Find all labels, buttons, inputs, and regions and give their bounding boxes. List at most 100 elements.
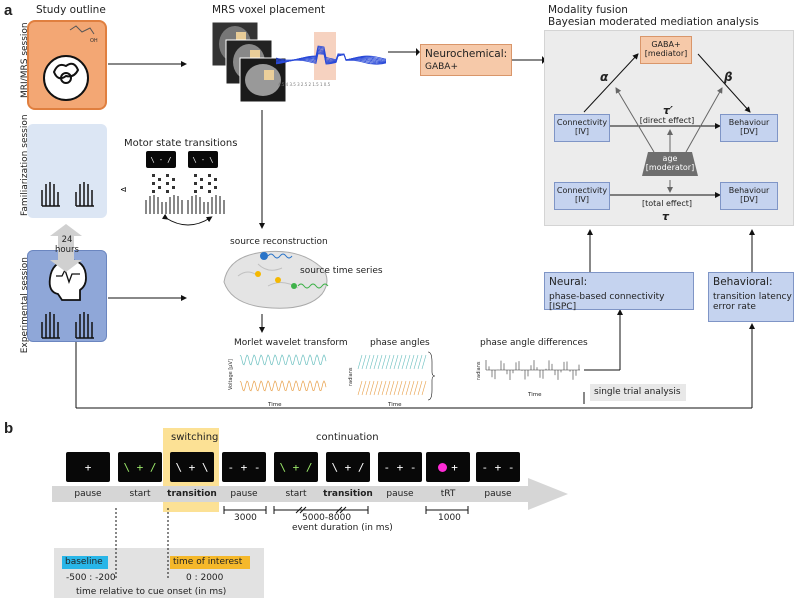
phase-angle-plot: radians <box>348 351 436 401</box>
event-label: start <box>285 489 307 499</box>
mrs-spectrum: 4.5 4 3.5 3 2.5 2 1.5 1 0.5 <box>276 32 386 86</box>
stimulus-symbol: \ + / <box>331 460 365 474</box>
stimulus-screen: \ + / <box>326 452 370 482</box>
familiarization-session-box <box>27 124 107 218</box>
behavioral-title: Behavioral: <box>713 276 773 288</box>
neural-box: Neural: phase-based connectivity [ISPC] <box>544 272 694 313</box>
phase-diff-plot: radians <box>476 360 580 380</box>
trt-dot-icon <box>438 462 448 472</box>
motor-title: Motor state transitions <box>124 138 238 149</box>
stimulus-screen: - + - <box>378 452 422 482</box>
svg-text:OH: OH <box>90 38 98 44</box>
neurochemical-box: Neurochemical: GABA+ <box>420 44 512 76</box>
hands-icon <box>41 182 94 207</box>
morlet-plot: Voltage [μV] <box>228 354 327 392</box>
stimulus-symbol: - + - <box>383 460 417 474</box>
toi-box: time of interest <box>170 556 250 569</box>
stimulus-screen: - + - <box>222 452 266 482</box>
behavioral-box: Behavioral: transition latency error rat… <box>708 272 794 322</box>
event-label: transition <box>167 489 217 499</box>
baseline-range: -500 : -200 <box>66 573 116 583</box>
neural-sub: phase-based connectivity [ISPC] <box>549 292 665 313</box>
behaviour-dv-box-1: Behaviour [DV] <box>720 114 778 142</box>
stimulus-symbol: + <box>84 460 92 474</box>
fusion-title-1: Modality fusion <box>548 4 628 16</box>
motor-hands-diagram: ⊲ <box>120 174 225 226</box>
morlet-title: Morlet wavelet transform <box>234 338 348 348</box>
event-duration-label: event duration (in ms) <box>292 523 393 533</box>
svg-text:Voltage [μV]: Voltage [μV] <box>228 359 234 390</box>
stimulus-screen: \ + / <box>118 452 162 482</box>
fusion-title-2: Bayesian moderated mediation analysis <box>548 16 759 28</box>
event-label: transition <box>323 489 373 499</box>
head-mri-icon: OH <box>43 25 98 101</box>
duration-marks <box>223 506 469 514</box>
svg-text:radians: radians <box>348 367 354 386</box>
stimulus-screen: \ + / <box>274 452 318 482</box>
behaviour-dv-box-2: Behaviour [DV] <box>720 182 778 210</box>
mrs-arrow <box>388 48 420 56</box>
neural-title: Neural: <box>549 276 588 288</box>
motor-screen-1-text: \ - / <box>150 155 172 164</box>
event-label: pause <box>74 489 102 499</box>
cue-onset-lines <box>115 508 169 578</box>
event-label: pause <box>230 489 258 499</box>
phase-time-label: Time <box>388 402 402 408</box>
panel-a-label: a <box>4 2 13 19</box>
24h-arrow <box>50 224 82 272</box>
motor-screen-1: \ - / <box>146 151 176 168</box>
neurochemical-title: Neurochemical: <box>425 48 508 60</box>
svg-text:⊲: ⊲ <box>120 185 127 194</box>
connectivity-iv-box-2: Connectivity [IV] <box>554 182 610 210</box>
panel-b-label: b <box>4 420 14 437</box>
source-time-series-label: source time series <box>300 266 383 276</box>
direct-effect-label: [direct effect] <box>639 116 695 125</box>
tau-label: τ <box>662 210 670 223</box>
motor-screen-2: \ - \ <box>188 151 218 168</box>
continuation-label: continuation <box>316 432 379 443</box>
baseline-box: baseline <box>62 556 108 569</box>
event-label: start <box>129 489 151 499</box>
event-label: pause <box>386 489 414 499</box>
alpha-label: α <box>600 70 609 84</box>
study-outline-title: Study outline <box>36 4 106 16</box>
stimulus-screen: - + - <box>476 452 520 482</box>
24-hours-label: 24 hours <box>55 235 79 255</box>
mrs-voxel-images <box>211 21 287 103</box>
stimulus-screen: + <box>66 452 110 482</box>
event-label: pause <box>484 489 512 499</box>
stimulus-screen: \ + \ <box>170 452 214 482</box>
duration-3000: 3000 <box>234 513 257 523</box>
timeline-arrow <box>52 478 568 510</box>
tau-prime-label: τ′ <box>663 104 673 117</box>
stimulus-symbol: - + - <box>481 460 515 474</box>
event-label: tRT <box>440 489 456 499</box>
connectivity-iv-box-1: Connectivity [IV] <box>554 114 610 142</box>
mediation-diagram <box>583 53 751 198</box>
brain-source-image <box>223 250 329 309</box>
svg-text:radians: radians <box>476 361 482 380</box>
behavioral-sub: transition latency error rate <box>713 292 792 313</box>
toi-range: 0 : 2000 <box>186 573 224 583</box>
phase-angles-title: phase angles <box>370 338 430 348</box>
neurochemical-sub: GABA+ <box>425 62 459 72</box>
motor-screen-2-text: \ - \ <box>192 155 214 164</box>
mrs-title: MRS voxel placement <box>212 4 325 16</box>
switching-label: switching <box>171 432 219 443</box>
stimulus-screen: + <box>426 452 470 482</box>
stimulus-symbol: \ + / <box>123 460 157 474</box>
stimulus-symbol: + <box>451 460 458 474</box>
moderator-label: age [moderator] <box>645 154 695 173</box>
duration-1000: 1000 <box>438 513 461 523</box>
stimulus-symbol: \ + \ <box>175 460 209 474</box>
phase-diff-time-label: Time <box>528 392 542 398</box>
svg-text:4.5 4 3.5 3 2.5 2 1.5 1 0.5: 4.5 4 3.5 3 2.5 2 1.5 1 0.5 <box>278 82 331 86</box>
total-effect-label: [total effect] <box>642 199 692 208</box>
beta-label: β <box>724 70 733 84</box>
stimulus-symbol: \ + / <box>279 460 313 474</box>
source-reconstruction-label: source reconstruction <box>230 237 328 247</box>
stimulus-symbol: - + - <box>227 460 261 474</box>
phase-diff-title: phase angle differences <box>480 338 588 348</box>
mediator-box: GABA+ [mediator] <box>640 36 692 64</box>
